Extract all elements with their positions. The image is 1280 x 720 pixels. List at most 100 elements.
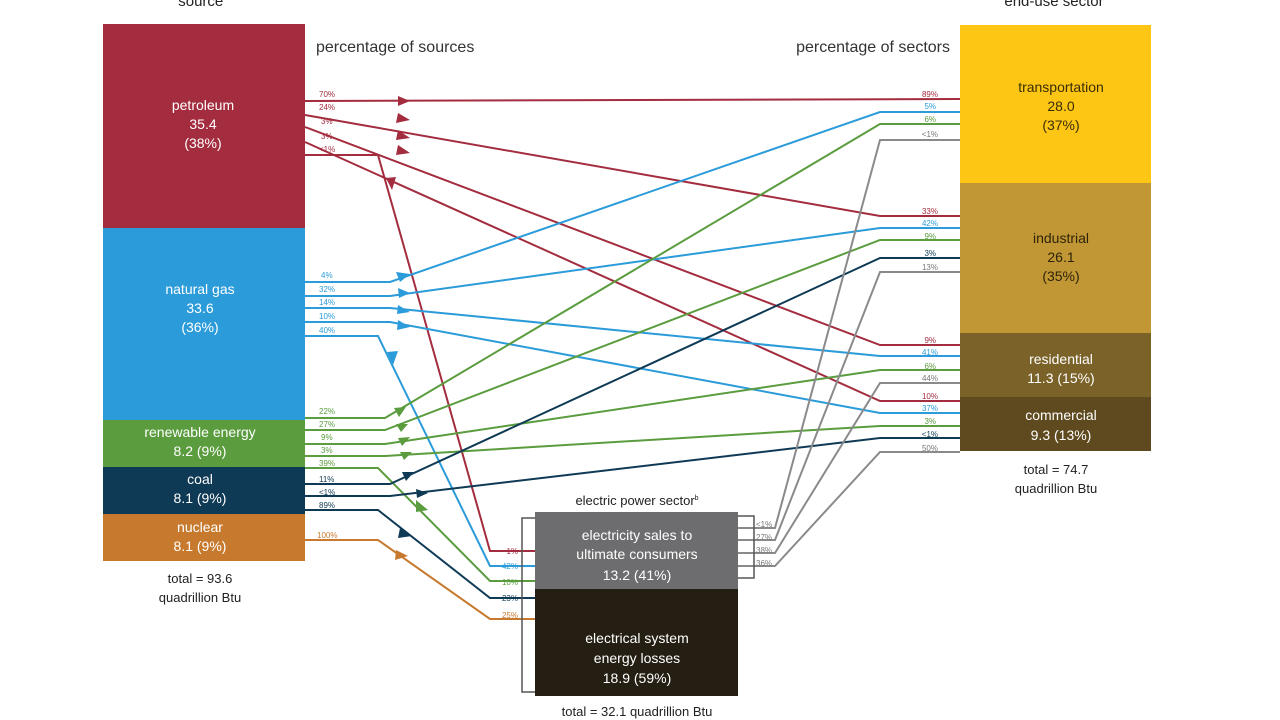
renewable-energy-value: 8.2 (9%) — [174, 443, 227, 459]
energy-losses-line1: electrical system — [585, 630, 688, 646]
industrial-value: 26.1 — [1047, 249, 1074, 265]
flow-coal-electric — [305, 509, 535, 599]
natural-gas-share: (36%) — [181, 319, 218, 335]
nuclear-box — [103, 514, 305, 561]
nuclear-value: 8.1 (9%) — [174, 538, 227, 554]
arrow-head — [398, 528, 412, 538]
pct-gas-residential: 14% — [319, 298, 335, 307]
pct-electric-in-renewable: 10% — [502, 578, 518, 587]
electric-percentages: 1% 42% 10% 23% 25% <1% 27% 38% 36% — [502, 520, 772, 620]
natural-gas-value: 33.6 — [186, 300, 213, 316]
source-percentages: 70% 24% 3% 3% <1% 4% 32% 14% 10% 40% 22%… — [317, 90, 337, 540]
pct-commercial-renewable: 3% — [924, 417, 936, 426]
flow-renewable-transportation — [305, 123, 960, 419]
arrow-head — [396, 424, 408, 432]
arrow-head — [394, 407, 406, 417]
percentage-of-sectors-title: percentage of sectors — [796, 39, 950, 56]
pct-commercial-petroleum: 10% — [922, 392, 938, 401]
flow-electricity-transportation — [738, 139, 960, 529]
energy-losses-line2: energy losses — [594, 650, 680, 666]
pct-gas-electric: 40% — [319, 326, 335, 335]
industrial-label: industrial — [1033, 230, 1089, 246]
pct-industrial-petroleum: 33% — [922, 207, 938, 216]
pct-transportation-renewable: 6% — [924, 115, 936, 124]
pct-electric-out-commercial: 36% — [756, 559, 772, 568]
flow-gas-industrial — [305, 227, 960, 297]
arrow-head — [396, 272, 410, 282]
source-column: petroleum 35.4 (38%) natural gas 33.6 (3… — [103, 24, 305, 605]
pct-commercial-electricity: 50% — [922, 444, 938, 453]
flow-gas-transportation — [305, 111, 960, 283]
flow-gas-electric — [305, 335, 535, 567]
arrow-head — [416, 489, 428, 498]
petroleum-box — [103, 24, 305, 228]
electric-power-column: electricity sales to ultimate consumers … — [535, 512, 738, 719]
residential-box — [960, 333, 1151, 397]
pct-electric-in-petroleum: 1% — [506, 547, 518, 556]
renewable-energy-box — [103, 420, 305, 467]
flow-petroleum-transportation — [304, 98, 961, 102]
pct-transportation-petroleum: 89% — [922, 90, 938, 99]
sector-header: end-use sectorc — [1004, 0, 1107, 10]
pct-electric-out-residential: 38% — [756, 546, 772, 555]
electric-bracket-line — [738, 515, 755, 579]
pct-transportation-electricity: <1% — [922, 130, 938, 139]
arrow-head — [397, 320, 410, 330]
pct-industrial-electricity: 13% — [922, 263, 938, 272]
arrow-head — [396, 113, 410, 123]
pct-coal-electric: 89% — [319, 501, 335, 510]
commercial-box — [960, 397, 1151, 451]
sector-total-unit: quadrillion Btu — [1015, 481, 1097, 496]
pct-nuclear-electric: 100% — [317, 531, 337, 540]
electricity-sales-line2: ultimate consumers — [576, 546, 697, 562]
pct-residential-gas: 41% — [922, 348, 938, 357]
flow-renewable-industrial — [305, 239, 960, 431]
transportation-box — [960, 25, 1151, 183]
flow-electricity-residential — [738, 382, 960, 554]
pct-residential-electricity: 44% — [922, 374, 938, 383]
flow-coal-industrial — [305, 257, 960, 485]
flow-petroleum-electric — [305, 154, 535, 552]
flow-arrows — [386, 96, 428, 560]
pct-electric-in-nuclear: 25% — [502, 611, 518, 620]
pct-coal-commercial: <1% — [319, 488, 335, 497]
arrow-head — [386, 177, 396, 190]
commercial-label: commercial — [1025, 407, 1097, 423]
pct-industrial-renewable: 9% — [924, 232, 936, 241]
energy-losses-box — [535, 589, 738, 696]
arrow-head — [396, 130, 410, 140]
electric-total: total = 32.1 quadrillion Btu — [562, 704, 713, 719]
pct-electric-in-gas: 42% — [502, 562, 518, 571]
losses-bracket-line — [521, 517, 535, 693]
commercial-value: 9.3 (13%) — [1031, 427, 1092, 443]
petroleum-value: 35.4 — [189, 116, 216, 132]
transportation-label: transportation — [1018, 79, 1104, 95]
petroleum-share: (38%) — [184, 135, 221, 151]
arrow-head — [398, 288, 410, 298]
flow-gas-commercial — [305, 321, 960, 414]
pct-electric-out-industrial: 27% — [756, 533, 772, 542]
residential-value: 11.3 (15%) — [1027, 370, 1094, 386]
pct-coal-industrial: 11% — [319, 475, 334, 484]
pct-renewable-transportation: 22% — [319, 407, 335, 416]
flow-coal-commercial — [305, 437, 960, 497]
source-total-unit: quadrillion Btu — [159, 590, 241, 605]
flow-gas-residential — [305, 307, 960, 357]
pct-gas-commercial: 10% — [319, 312, 335, 321]
electricity-sales-value: 13.2 (41%) — [603, 567, 671, 583]
flow-petroleum-industrial — [304, 114, 960, 217]
arrow-head — [402, 472, 414, 481]
natural-gas-box — [103, 228, 305, 420]
pct-gas-transportation: 4% — [321, 271, 333, 280]
flow-petroleum-commercial — [304, 141, 960, 402]
transportation-share: (37%) — [1042, 117, 1079, 133]
electric-power-sector-title: electric power sectorb — [575, 493, 698, 508]
flow-renewable-electric — [305, 467, 535, 582]
pct-industrial-coal: 3% — [924, 249, 936, 258]
flow-nuclear-electric — [305, 539, 535, 620]
arrow-head — [387, 351, 398, 365]
pct-electric-out-transportation: <1% — [756, 520, 772, 529]
pct-petroleum-transportation: 70% — [319, 90, 335, 99]
pct-petroleum-commercial: 3% — [321, 132, 333, 141]
